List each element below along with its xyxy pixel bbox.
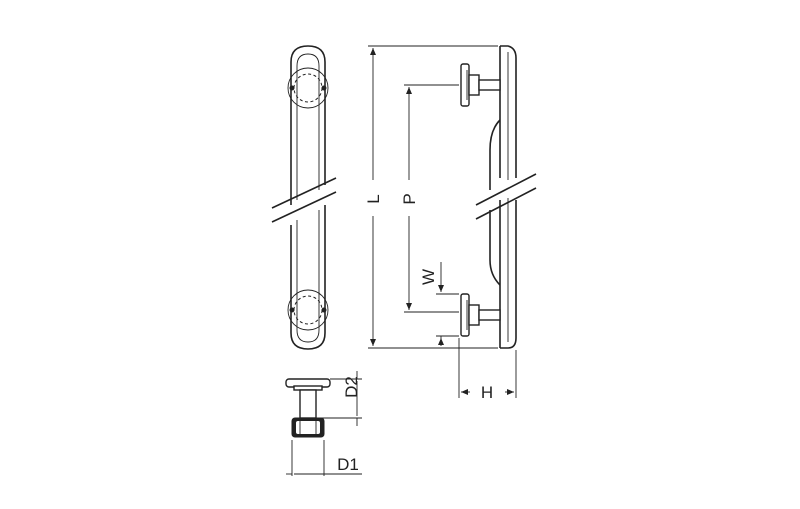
dimension-H: H	[458, 338, 517, 402]
label-H: H	[481, 383, 493, 402]
dimension-D2: D2	[316, 371, 362, 426]
front-view	[271, 45, 337, 350]
post-detail-view	[285, 378, 331, 438]
label-D1: D1	[337, 455, 359, 474]
label-D2: D2	[342, 376, 361, 398]
dimension-D1: D1	[286, 440, 362, 476]
side-view	[460, 45, 537, 349]
dimension-P: P	[400, 84, 459, 313]
dimension-W: W	[419, 262, 459, 346]
label-P: P	[400, 193, 419, 204]
label-W: W	[419, 269, 438, 285]
label-L: L	[364, 194, 383, 203]
dimension-L: L	[364, 45, 498, 349]
